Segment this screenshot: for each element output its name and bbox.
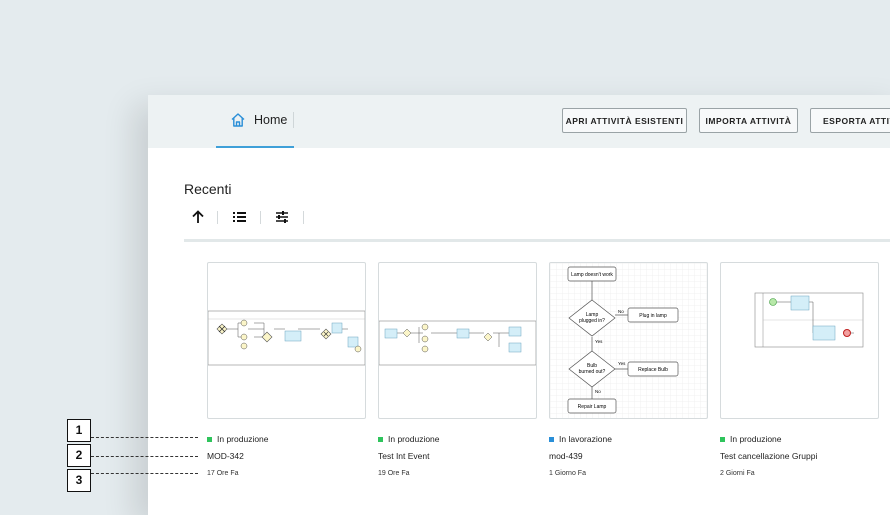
card-status: In produzione	[378, 433, 440, 445]
flowchart-start-label: Lamp doesn't work	[571, 272, 613, 278]
callout-marker-1: 1	[67, 419, 91, 442]
open-existing-activities-button[interactable]: APRI ATTIVITÀ ESISTENTI	[562, 108, 687, 133]
callout-marker-2: 2	[67, 444, 91, 467]
card-timestamp: 19 Ore Fa	[378, 470, 410, 477]
home-icon	[231, 113, 245, 127]
card-status: In lavorazione	[549, 433, 612, 445]
bpmn-diagram-thumbnail	[379, 320, 536, 366]
card-timestamp: 1 Giorno Fa	[549, 470, 586, 477]
toolbar-separator	[260, 211, 261, 224]
flowchart-thumbnail: Lamp doesn't work Lamp plugged in? No Pl…	[550, 263, 707, 418]
list-toolbar	[184, 208, 324, 226]
bpmn-diagram-thumbnail	[754, 292, 864, 348]
section-divider	[184, 239, 890, 242]
flowchart-no-label: No	[595, 389, 601, 394]
status-dot	[378, 436, 383, 442]
status-dot	[720, 436, 725, 442]
status-dot	[207, 436, 212, 442]
callout-leader-line	[91, 437, 198, 438]
status-label: In produzione	[730, 434, 782, 444]
card-title[interactable]: Test Int Event	[378, 451, 430, 461]
diagram-card-thumbnail[interactable]	[207, 262, 366, 419]
import-activity-button[interactable]: IMPORTA ATTIVITÀ	[699, 108, 798, 133]
export-activity-button[interactable]: ESPORTA ATTIVITÀ	[810, 108, 890, 133]
flowchart-no-label: No	[618, 309, 624, 314]
status-dot	[549, 436, 554, 442]
list-view-icon[interactable]	[229, 208, 249, 226]
status-label: In produzione	[388, 434, 440, 444]
toolbar-separator	[217, 211, 218, 224]
flowchart-action-1: Plug in lamp	[639, 313, 667, 319]
card-status: In produzione	[207, 433, 269, 445]
tab-home[interactable]: Home	[216, 95, 294, 148]
card-timestamp: 17 Ore Fa	[207, 470, 239, 477]
filter-sliders-icon[interactable]	[272, 208, 292, 226]
card-title[interactable]: Test cancellazione Gruppi	[720, 451, 818, 461]
flowchart-question-1-line-2: plugged in?	[579, 318, 605, 324]
flowchart-action-2: Replace Bulb	[638, 367, 668, 373]
flowchart-question-2-line-1: Bulb	[587, 363, 597, 369]
status-label: In lavorazione	[559, 434, 612, 444]
diagram-card-thumbnail[interactable]	[378, 262, 537, 419]
bpmn-diagram-thumbnail	[208, 310, 365, 366]
app-window: Home APRI ATTIVITÀ ESISTENTI IMPORTA ATT…	[148, 95, 890, 515]
status-label: In produzione	[217, 434, 269, 444]
callout-leader-line	[91, 456, 198, 457]
card-title[interactable]: mod-439	[549, 451, 583, 461]
home-tab-label: Home	[254, 113, 288, 127]
tab-separator	[293, 112, 294, 128]
callout-leader-line	[91, 473, 198, 474]
flowchart-question-1-line-1: Lamp	[586, 312, 599, 318]
flowchart-card-thumbnail[interactable]: Lamp doesn't work Lamp plugged in? No Pl…	[549, 262, 708, 419]
card-timestamp: 2 Giorni Fa	[720, 470, 755, 477]
section-title: Recenti	[184, 181, 232, 197]
card-status: In produzione	[720, 433, 782, 445]
flowchart-yes-label: Yes	[595, 339, 603, 344]
callout-marker-3: 3	[67, 469, 91, 492]
top-bar: Home APRI ATTIVITÀ ESISTENTI IMPORTA ATT…	[148, 95, 890, 148]
flowchart-yes-label: Yes	[618, 361, 626, 366]
flowchart-action-3: Repair Lamp	[578, 404, 607, 410]
flowchart-question-2-line-2: burned out?	[579, 369, 606, 375]
toolbar-separator	[303, 211, 304, 224]
card-title[interactable]: MOD-342	[207, 451, 244, 461]
diagram-card-thumbnail[interactable]	[720, 262, 879, 419]
sort-ascending-icon[interactable]	[188, 208, 208, 226]
